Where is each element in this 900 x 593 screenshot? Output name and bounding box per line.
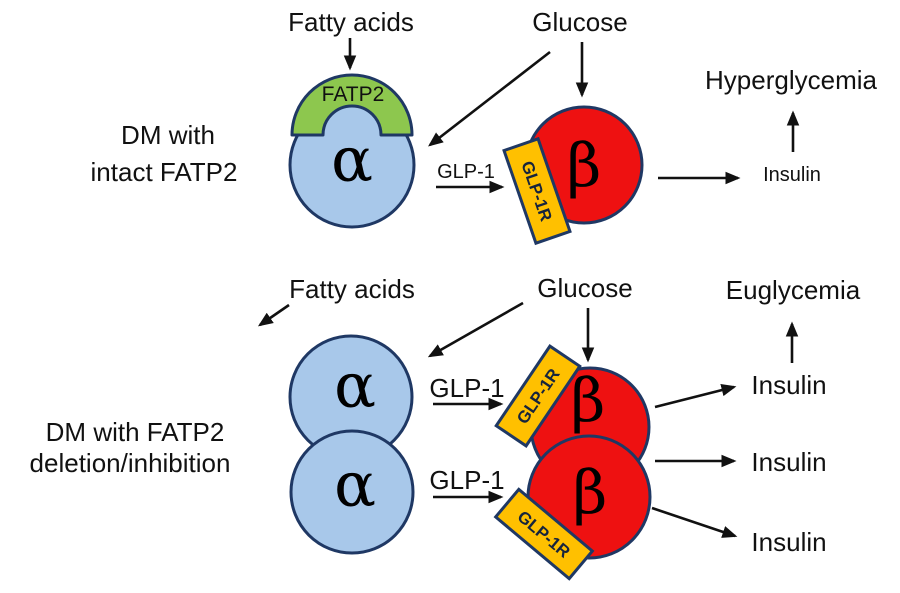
glucose-label-bottom: Glucose [537, 273, 632, 303]
insulin-label-bottom-3: Insulin [751, 527, 826, 557]
arrow-beta-to-insulin-3 [651, 506, 738, 538]
glp1r-receptor-bottom-2 [493, 487, 595, 581]
fatty-acids-label-top: Fatty acids [288, 7, 414, 37]
glp1r-receptor-bottom-1 [494, 344, 582, 448]
fatp2-transporter-arch [290, 73, 414, 137]
top-panel-label-line2: intact FATP2 [91, 157, 238, 187]
euglycemia-label: Euglycemia [726, 275, 861, 305]
arrow-beta-to-insulin-1 [654, 384, 737, 409]
arrow-glucose-to-alpha-bottom [427, 301, 524, 358]
glucose-label-top: Glucose [532, 7, 627, 37]
top-panel-label-line1: DM with [121, 120, 215, 150]
arrow-fatty-acids-deflected [257, 303, 290, 327]
bottom-panel-label-line2: deletion/inhibition [30, 448, 231, 478]
alpha-symbol-top: α [331, 123, 373, 196]
arrow-glucose-to-alpha-top [428, 50, 551, 147]
insulin-label-bottom-1: Insulin [751, 370, 826, 400]
glp1r-receptor-top [502, 136, 572, 246]
alpha-cell-bottom-2 [289, 429, 415, 555]
hyperglycemia-label: Hyperglycemia [705, 65, 877, 95]
fatp2-label: FATP2 [322, 83, 385, 106]
glp1-label-bottom-2: GLP-1 [429, 465, 504, 495]
beta-symbol-bottom-2: β [573, 458, 608, 528]
fatty-acids-label-bottom: Fatty acids [289, 274, 415, 304]
beta-symbol-bottom-1: β [571, 366, 606, 436]
beta-symbol-top: β [567, 131, 602, 201]
alpha-symbol-bottom-1: α [334, 349, 376, 422]
glp1-label-top: GLP-1 [437, 161, 495, 183]
alpha-symbol-bottom-2: α [334, 448, 376, 521]
bottom-panel-label-line1: DM with FATP2 [46, 417, 225, 447]
insulin-label-top: Insulin [763, 164, 821, 186]
insulin-label-bottom-2: Insulin [751, 447, 826, 477]
glp1-label-bottom-1: GLP-1 [429, 373, 504, 403]
